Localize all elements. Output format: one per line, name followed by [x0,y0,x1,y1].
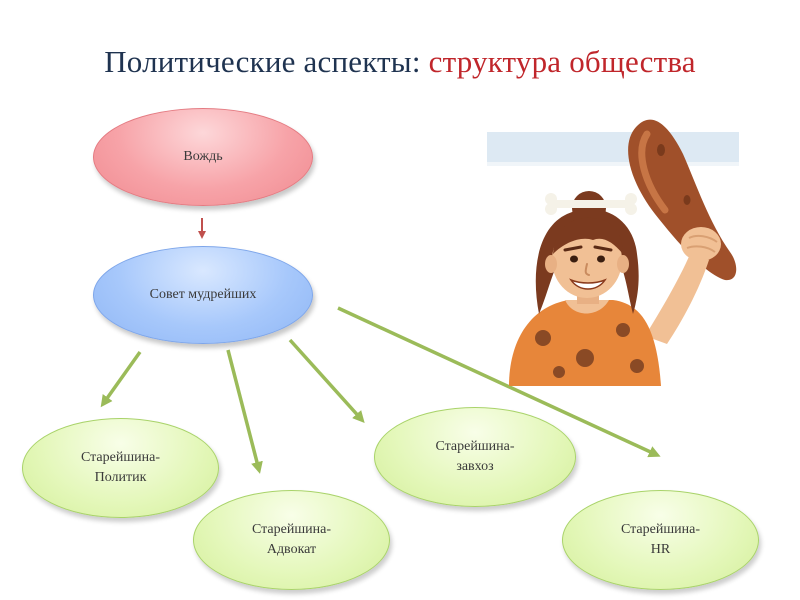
fist-icon [681,227,721,261]
slide-title: Политические аспекты: структура общества [0,44,800,80]
caveman-illustration [487,119,739,386]
node-elder-economy: Старейшина- завхоз [374,407,576,507]
title-colon: : [411,44,421,79]
node-elder-hr: Старейшина- HR [562,490,759,590]
node-elder-hr-label: Старейшина- HR [620,521,700,557]
node-elder-politician-label: Старейшина- Политик [80,449,160,485]
node-council-label: Совет мудрейших [149,286,257,302]
node-elder-politician: Старейшина- Политик [22,418,219,518]
arrow-council-to-hr [337,306,661,458]
raised-arm-icon [645,252,709,344]
node-elder-advocate-label: Старейшина- Адвокат [251,521,331,557]
title-part-1: Политические аспекты [104,44,412,79]
arrow-council-to-advocate [226,349,263,474]
arrow-council-to-economy [288,338,365,423]
node-chief: Вождь [93,108,313,206]
sky-band-icon [487,132,739,162]
bone-icon [545,193,637,215]
arrow-council-to-politician [100,350,142,408]
node-chief-label: Вождь [183,148,223,164]
title-part-2: структура общества [420,44,696,79]
node-council: Совет мудрейших [93,246,313,344]
node-elder-economy-label: Старейшина- завхоз [435,438,515,474]
node-elder-advocate: Старейшина- Адвокат [193,490,390,590]
outfit-icon [509,300,661,386]
